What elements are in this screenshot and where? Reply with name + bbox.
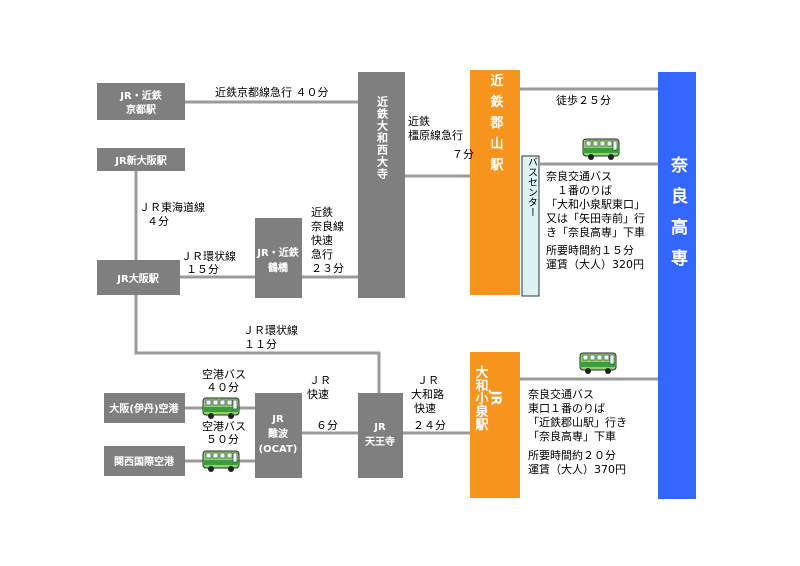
route-six-min: ６分 [316,419,338,432]
bus-info-koizumi-1: 奈良交通バス [528,387,594,401]
station-kyoto: JR・近鉄 京都駅 [97,83,185,120]
bus-info-koriyama: 奈良交通バス １番のりば 「大和小泉駅東口」 又は「矢田寺前」行 き「奈良高専」… [546,169,645,271]
station-kansai-label: 関西国際空港 [114,455,175,468]
bus-info-koriyama-2: １番のりば [546,184,612,197]
route-airport-bus50-1: 空港バス [202,419,246,433]
bus-info-koizumi-4: 「奈良高専」下車 [528,429,616,443]
station-shinosaka: JR新大阪駅 [97,148,185,171]
route-kyoto-line: 近鉄京都線急行 ４０分 [215,85,329,99]
bus-info-koizumi-7: 運賃（大人）370円 [528,462,626,476]
bus-center-label: バスセンター [526,157,538,217]
station-tennoji: JR 天王寺 [358,393,403,478]
bus-info-koriyama-3: 「大和小泉駅東口」 [546,197,645,211]
station-yamato-koizumi-jr: JR [488,390,503,406]
station-tsuruhashi-line1: JR・近鉄 [256,246,298,259]
bus-info-koriyama-1: 奈良交通バス [546,169,612,183]
bus-info-koriyama-7: 所要時間約１５分 [546,243,634,257]
bus-icon [579,352,617,375]
route-jr-rapid-1: ＪＲ [309,374,331,387]
line-osaka-tennoji [134,295,381,393]
bus-info-koriyama-8: 運賃（大人）320円 [546,257,644,271]
route-kanjo11-2: １１分 [244,338,277,351]
station-namba-line1: JR [271,414,284,425]
station-osaka: JR大阪駅 [97,260,180,295]
bus-icon [582,138,620,161]
route-airport-bus50-2: ５０分 [206,433,239,446]
route-tokaido-1: ＪＲ東海道線 [139,200,205,214]
station-yamato-koizumi-label: 大和小泉駅 [473,365,490,432]
station-namba-line2: 難波 [267,427,289,440]
station-koriyama-label: 近鉄郡山駅 [488,73,505,179]
station-koriyama: 近鉄郡山駅 [470,70,520,295]
bus-info-koriyama-4: 又は「矢田寺前」行 [546,211,645,225]
bus-info-koizumi: 奈良交通バス 東口１番のりば 「近鉄郡山駅」行き 「奈良高専」下車 所要時間約２… [528,387,627,476]
station-tsuruhashi-line2: 鶴橋 [268,261,289,274]
station-tsuruhashi: JR・近鉄 鶴橋 [255,218,302,298]
station-tennoji-line1: JR [373,422,386,433]
route-kashihara-1: 近鉄 [408,114,430,128]
bus-icon [202,397,240,420]
route-walk: 徒歩２５分 [556,93,611,107]
route-kashihara-2: 橿原線急行 [408,128,463,142]
route-kanjo15-2: １５分 [186,263,219,276]
station-tennoji-line2: 天王寺 [365,435,395,448]
destination-nara-kosen: 奈良高専 [658,72,696,499]
route-nara-line-1: 近鉄 [311,205,333,219]
route-kanjo11-1: ＪＲ環状線 [243,323,298,337]
station-namba: JR 難波 (OCAT) [255,393,302,478]
station-kyoto-line2: 京都駅 [126,103,157,116]
bus-info-koizumi-2: 東口１番のりば [528,402,605,415]
bus-info-koizumi-6: 所要時間約２０分 [528,448,616,462]
station-kyoto-line1: JR・近鉄 [119,89,161,102]
route-yamatoji-2: 大和路 [411,387,444,401]
bus-info-koizumi-3: 「近鉄郡山駅」行き [528,415,627,429]
station-yamato-saidaiji-label: 近鉄大和西大寺 [376,95,389,180]
bus-icon [202,450,240,473]
route-kashihara-3: ７分 [408,148,474,161]
station-yamato-saidaiji: 近鉄大和西大寺 [358,72,405,298]
route-airport-bus40-1: 空港バス [202,367,246,381]
station-namba-line3: (OCAT) [259,444,298,455]
route-yamatoji-3: 快速 [414,402,436,415]
bus-center: バスセンター [521,155,540,297]
route-lines [134,87,658,463]
station-itami: 大阪(伊丹)空港 [104,393,185,423]
route-kanjo15-1: ＪＲ環状線 [181,249,236,263]
route-jr-rapid-2: 快速 [307,388,329,401]
bus-info-koriyama-5: き「奈良高専」下車 [546,225,645,239]
destination-nara-kosen-label: 奈良高専 [667,155,689,280]
route-nara-line-4: 急行 [311,247,333,261]
route-airport-bus40-2: ４０分 [206,381,239,394]
route-yamatoji-1: ＪＲ [417,374,439,387]
route-nara-line-3: 快速 [311,234,333,247]
station-yamato-koizumi: JR 大和小泉駅 [470,352,520,498]
station-itami-label: 大阪(伊丹)空港 [109,402,179,415]
station-kansai: 関西国際空港 [104,446,185,476]
station-osaka-label: JR大阪駅 [116,272,159,285]
route-nara-line-2: 奈良線 [311,219,344,233]
route-tokaido-2: ４分 [147,215,169,228]
route-nara-line-5: ２３分 [311,262,344,275]
station-shinosaka-label: JR新大阪駅 [114,154,167,167]
route-twentyfour: ２４分 [413,419,446,432]
